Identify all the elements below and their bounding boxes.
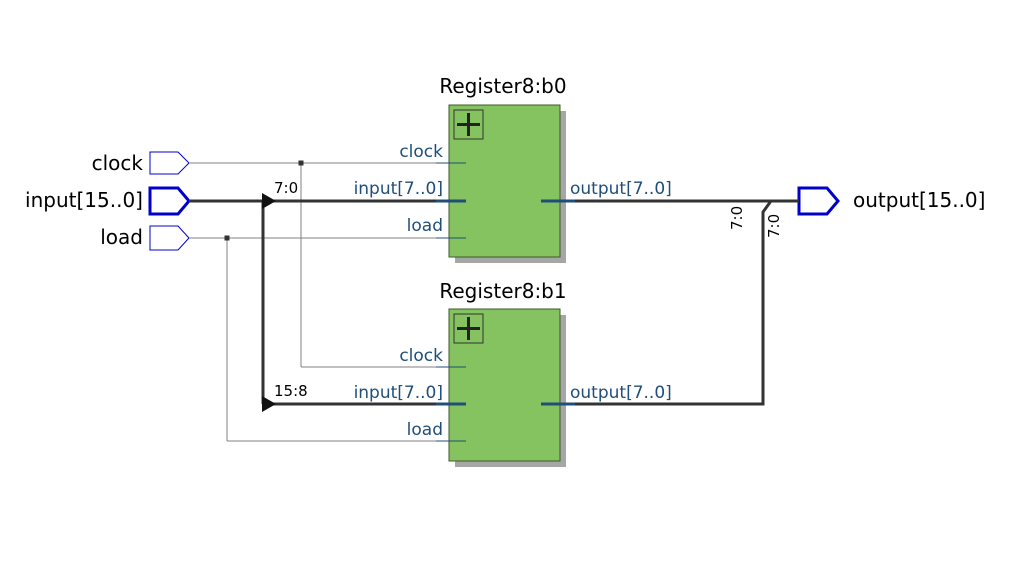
block-title-b0: Register8:b0 — [439, 74, 566, 98]
input-port-clock[interactable] — [149, 151, 190, 175]
pin-label-input: input[7..0] — [354, 383, 443, 403]
block-register8-b0[interactable]: Register8:b0 clock input[7..0] load outp… — [354, 74, 672, 263]
pin-label-clock: clock — [399, 142, 443, 162]
input-port-label-load: load — [100, 225, 143, 249]
junction-clock — [298, 160, 304, 166]
input-port-input-bus[interactable] — [148, 186, 191, 216]
output-port-output-bus[interactable] — [797, 186, 840, 216]
block-register8-b1[interactable]: Register8:b1 clock input[7..0] load outp… — [354, 279, 672, 467]
block-title-b1: Register8:b1 — [439, 279, 566, 303]
bus-slice-label-in-b1: 15:8 — [274, 382, 308, 400]
bus-slice-label-in-b0: 7:0 — [274, 179, 298, 197]
pin-label-output: output[7..0] — [570, 179, 672, 199]
input-port-load[interactable] — [149, 225, 190, 251]
bus-output — [575, 199, 799, 406]
pin-label-clock: clock — [399, 346, 443, 366]
pin-label-load: load — [407, 216, 443, 236]
pin-label-load: load — [407, 420, 443, 440]
output-port-label-output: output[15..0] — [853, 188, 985, 212]
bus-input — [189, 199, 436, 406]
bus-ripper-b0 — [262, 193, 276, 209]
pin-label-input: input[7..0] — [354, 179, 443, 199]
plus-icon[interactable] — [453, 109, 484, 140]
pin-label-output: output[7..0] — [570, 383, 672, 403]
junction-load — [224, 235, 230, 241]
bus-slice-label-out-b0: 7:0 — [728, 206, 746, 230]
input-port-label-clock: clock — [92, 151, 144, 175]
bus-ripper-b1 — [262, 396, 276, 412]
plus-icon[interactable] — [453, 313, 484, 344]
bus-slice-label-out-b1: 7:0 — [765, 214, 783, 238]
input-port-label-input: input[15..0] — [25, 188, 143, 212]
wire-load — [189, 237, 466, 442]
